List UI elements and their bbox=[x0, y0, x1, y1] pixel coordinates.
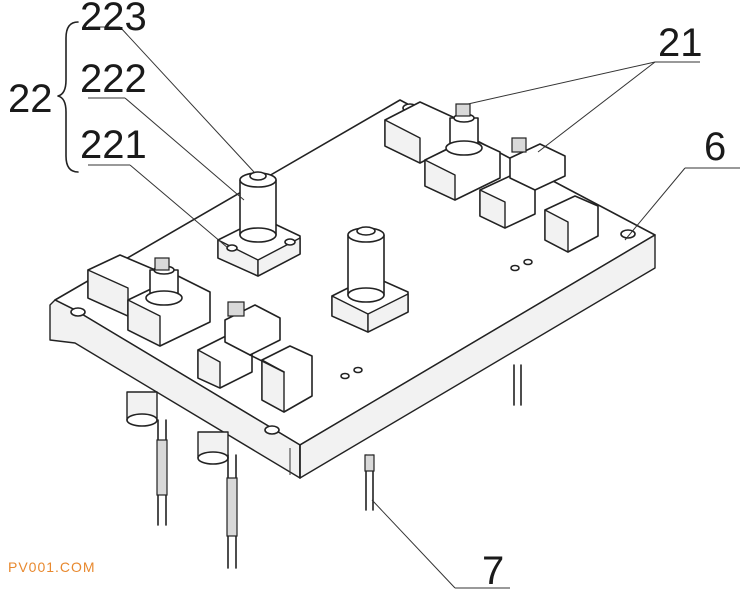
guide-pins bbox=[364, 364, 522, 511]
clamp-block-right-back bbox=[384, 101, 501, 201]
label-22: 22 bbox=[8, 77, 53, 121]
support-stand-22 bbox=[217, 171, 301, 277]
clamp-21-front bbox=[197, 301, 313, 413]
watermark: PV001.COM bbox=[8, 559, 96, 575]
leader-lines bbox=[88, 26, 740, 589]
label-222: 222 bbox=[80, 57, 147, 101]
label-6: 6 bbox=[704, 125, 726, 169]
label-223: 223 bbox=[80, 0, 147, 39]
label-21: 21 bbox=[658, 21, 703, 65]
group-brace bbox=[57, 21, 79, 173]
label-221: 221 bbox=[80, 123, 147, 167]
label-7: 7 bbox=[482, 549, 504, 593]
bottom-connectors bbox=[126, 391, 238, 569]
support-stand-center bbox=[331, 226, 409, 333]
clamp-21-right bbox=[479, 137, 599, 253]
clamp-block-left bbox=[87, 254, 211, 347]
